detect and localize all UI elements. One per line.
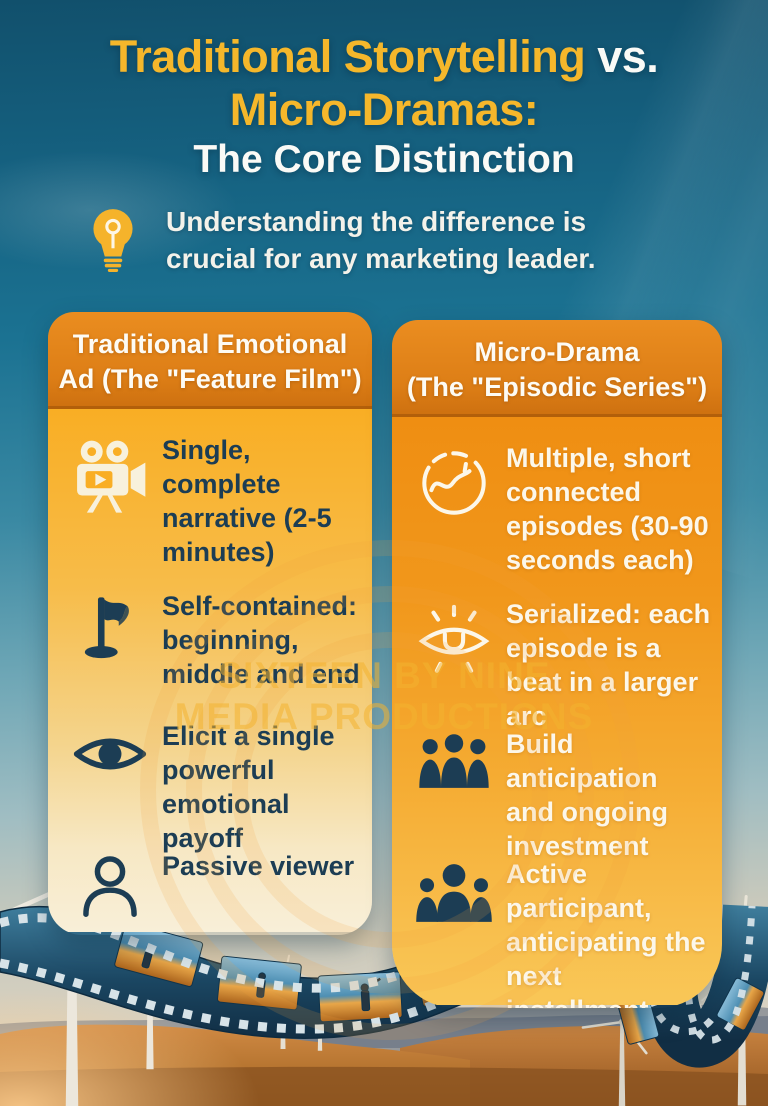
- list-item-text: Self-contained: beginning, middle and en…: [162, 591, 361, 690]
- list-item: Passive viewer: [48, 825, 372, 923]
- list-item: Active participant, anticipating the nex…: [392, 833, 722, 1008]
- sunset-glow: [0, 988, 260, 1106]
- list-item: Multiple, short connected episodes (30-9…: [392, 417, 722, 575]
- header-line: Traditional Emotional: [72, 329, 348, 359]
- list-item-text: Elicit a single powerful emotional payof…: [162, 721, 335, 854]
- title-part-vs: vs.: [585, 31, 659, 82]
- list-item-text: Single, complete narrative (2-5 minutes): [162, 435, 332, 568]
- list-item-text: Serialized: each episode is a beat in a …: [506, 599, 711, 732]
- person-outline-icon: [58, 849, 162, 923]
- eye-rays-icon: [402, 597, 506, 679]
- header-line: Micro-Drama: [474, 337, 640, 367]
- header-line: (The "Episodic Series"): [406, 371, 708, 402]
- list-item-text: Multiple, short connected episodes (30-9…: [506, 443, 709, 576]
- list-item: Build anticipation and ongoing investmen…: [392, 703, 722, 861]
- micro-drama-column: Micro-Drama (The "Episodic Series") Mult…: [392, 320, 722, 1008]
- micro-drama-header: Micro-Drama (The "Episodic Series"): [392, 320, 722, 417]
- list-item-text: Passive viewer: [162, 851, 355, 881]
- movie-camera-icon: [58, 433, 162, 515]
- traditional-ad-column: Traditional Emotional Ad (The "Feature F…: [48, 312, 372, 935]
- title-block: Traditional Storytelling vs. Micro-Drama…: [0, 0, 768, 182]
- eye-icon: [58, 719, 162, 785]
- story-arc-circle-icon: [402, 441, 506, 521]
- list-item: Serialized: each episode is a beat in a …: [392, 573, 722, 731]
- header-line: Ad (The "Feature Film"): [58, 363, 362, 394]
- list-item: Self-contained: beginning, middle and en…: [48, 565, 372, 695]
- flag-icon: [58, 589, 162, 663]
- lightbulb-icon: [84, 205, 142, 278]
- intro-text: Understanding the difference is crucial …: [166, 206, 596, 275]
- list-item: Elicit a single powerful emotional payof…: [48, 695, 372, 853]
- audience-group-icon: [402, 727, 506, 797]
- traditional-ad-body: Single, complete narrative (2-5 minutes)…: [48, 409, 372, 932]
- active-audience-icon: [402, 857, 506, 931]
- title-line-2: Micro-Dramas:: [229, 84, 539, 136]
- title-line-1: Traditional Storytelling vs.: [0, 30, 768, 83]
- list-item-text: Active participant, anticipating the nex…: [506, 859, 706, 1008]
- traditional-ad-header: Traditional Emotional Ad (The "Feature F…: [48, 312, 372, 409]
- list-item: Single, complete narrative (2-5 minutes): [48, 409, 372, 567]
- intro-row: Understanding the difference is crucial …: [84, 204, 684, 278]
- micro-drama-body: Multiple, short connected episodes (30-9…: [392, 417, 722, 1008]
- title-line-3: The Core Distinction: [193, 138, 575, 182]
- title-part-yellow: Traditional Storytelling: [109, 31, 586, 82]
- list-item-text: Build anticipation and ongoing investmen…: [506, 729, 668, 862]
